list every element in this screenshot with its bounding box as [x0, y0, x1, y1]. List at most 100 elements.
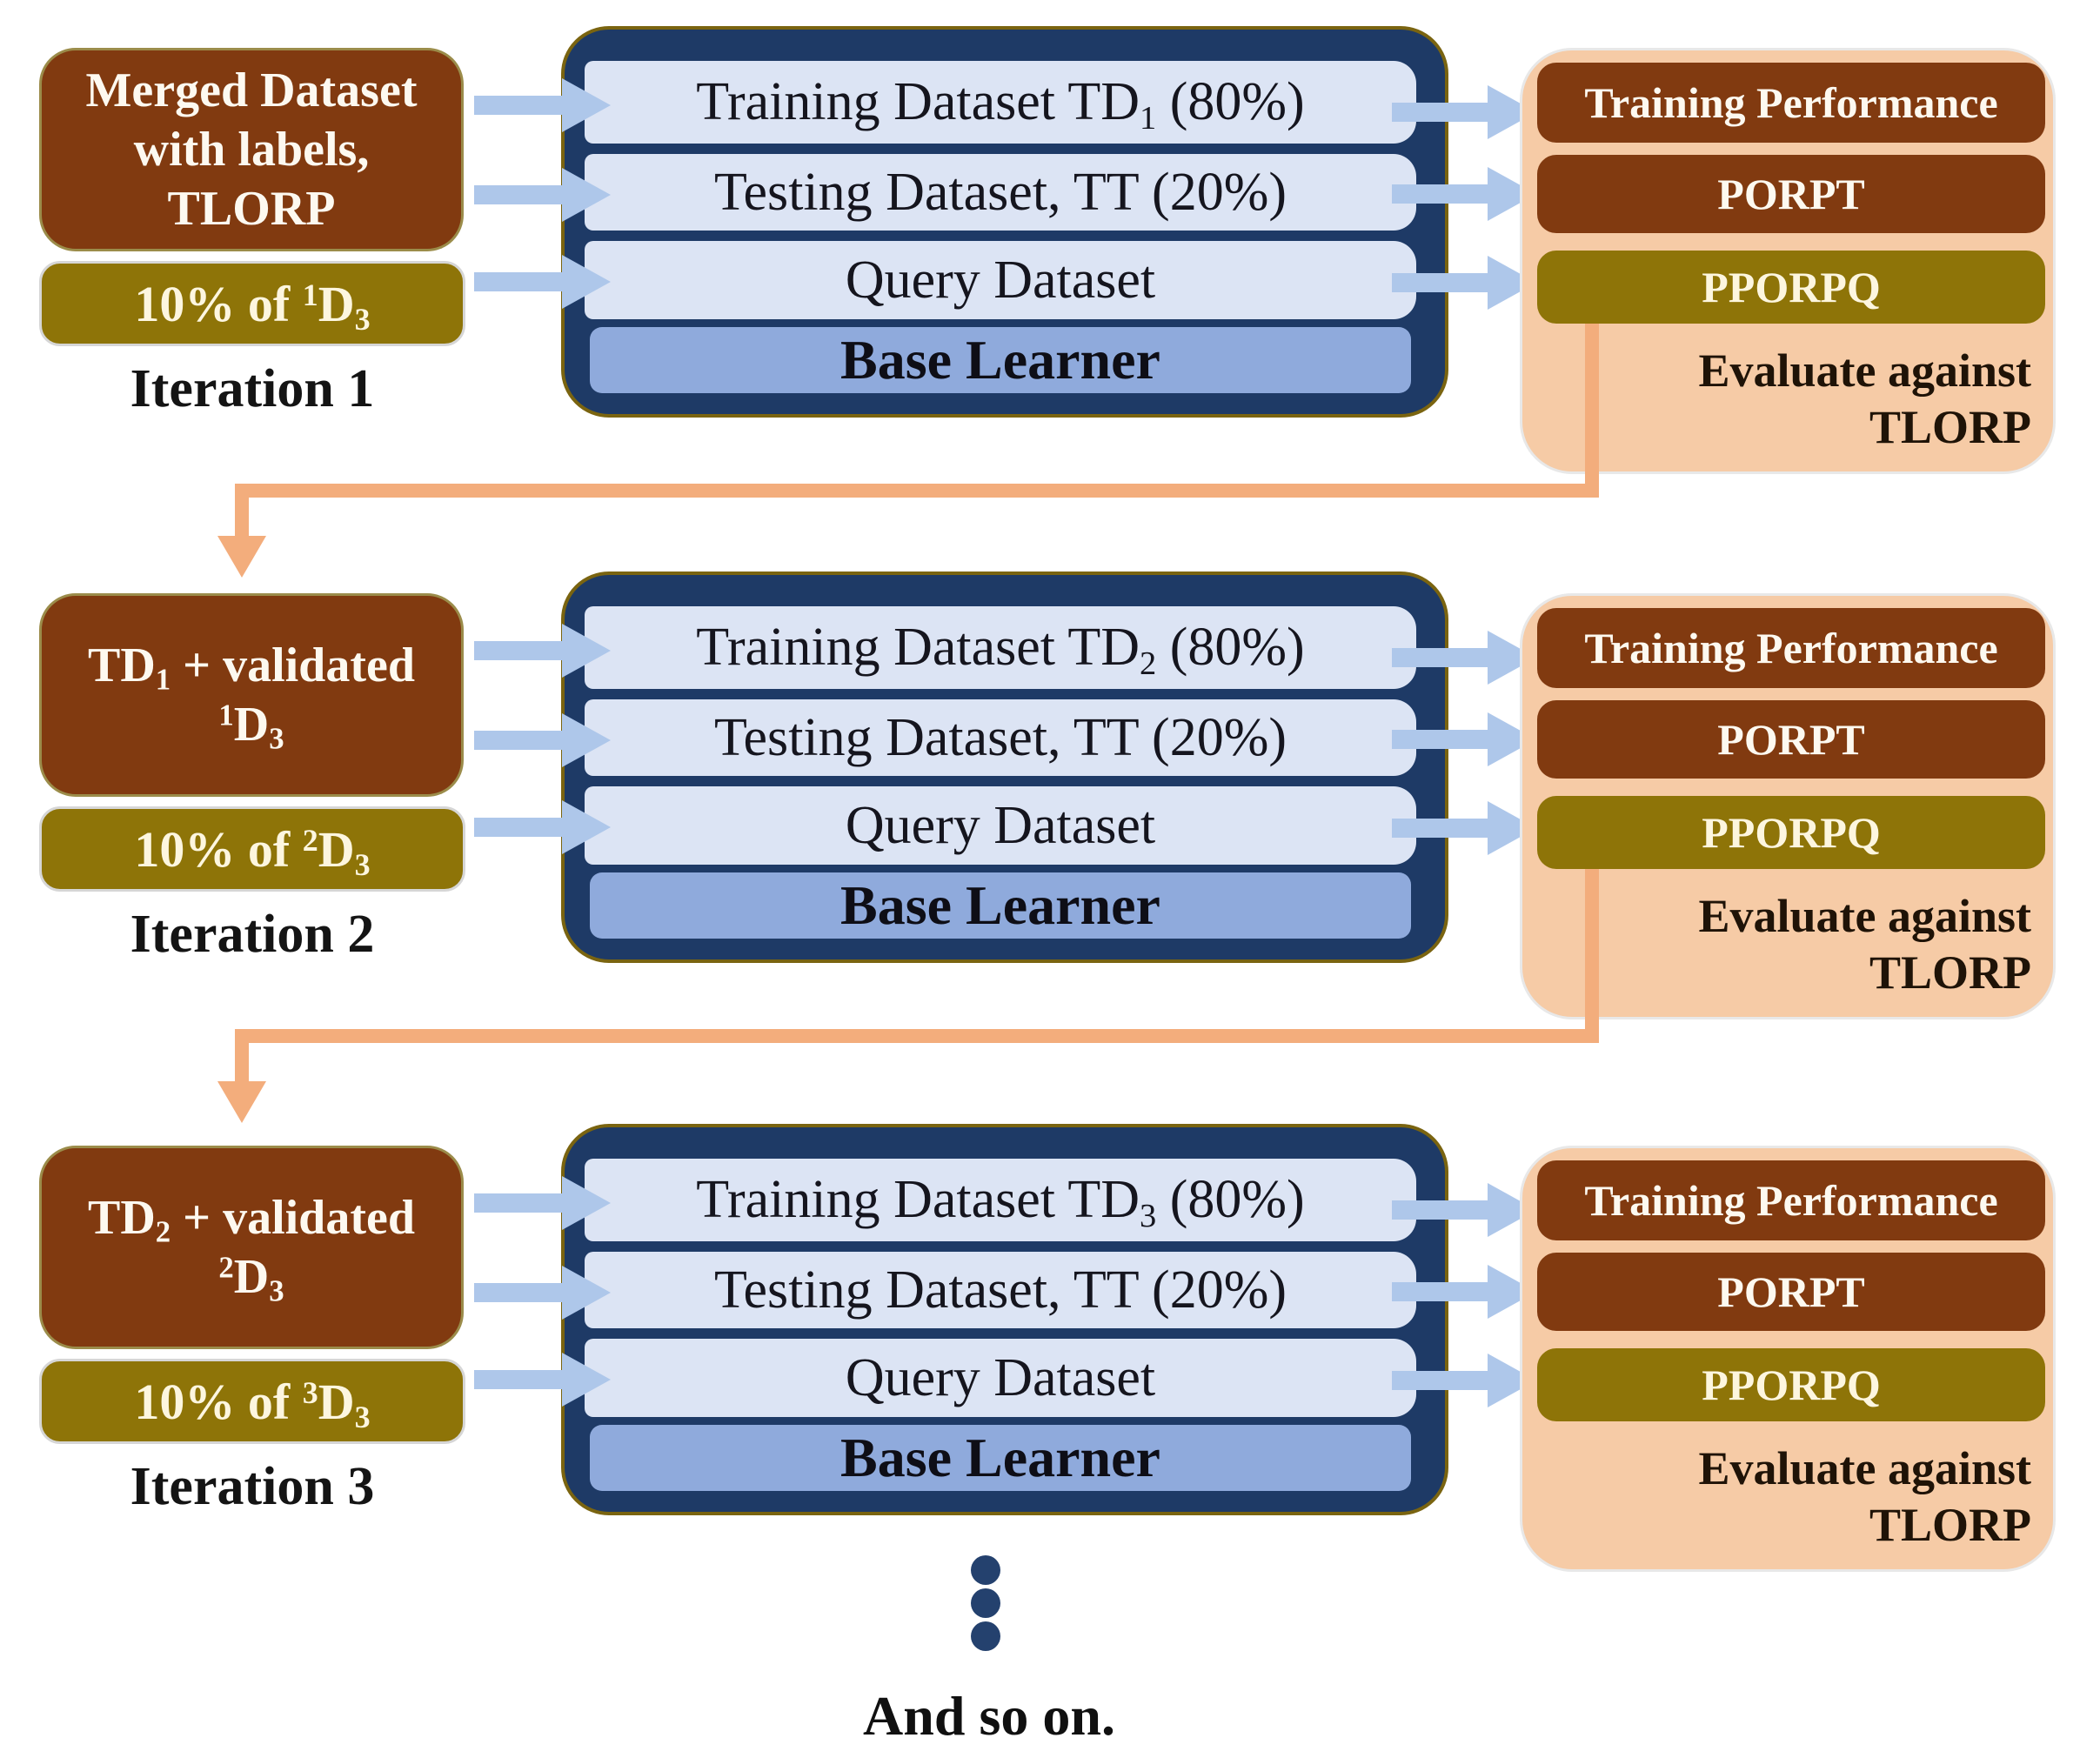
arrow-shaft — [474, 641, 564, 660]
arrow-shaft — [474, 185, 564, 204]
porpt-box: PORPT — [1537, 700, 2045, 779]
base-learner-row: Base Learner — [590, 327, 1411, 393]
arrow-shaft — [474, 1283, 564, 1302]
pporpq-box: PPORPQ — [1537, 1348, 2045, 1421]
dot — [971, 1555, 1000, 1585]
pporpq-label: PPORPQ — [1702, 263, 1881, 311]
input-arrow-icon — [474, 1265, 611, 1320]
arrow-head — [562, 800, 611, 854]
arrow-shaft — [474, 1193, 564, 1213]
dot — [971, 1621, 1000, 1651]
testing-dataset-row: Testing Dataset, TT (20%) — [585, 699, 1416, 776]
pporpq-box: PPORPQ — [1537, 251, 2045, 324]
input-arrow-icon — [474, 712, 611, 768]
input-arrow-icon — [474, 623, 611, 678]
and-so-on-caption: And so on. — [863, 1685, 1115, 1747]
feedback-line-horizontal — [235, 1029, 1599, 1043]
input-arrow-icon — [474, 77, 611, 133]
feedback-line-horizontal — [235, 484, 1599, 498]
feedback-arrow-icon — [217, 1081, 266, 1123]
testing-dataset-row: Testing Dataset, TT (20%) — [585, 1252, 1416, 1328]
arrow-head — [562, 168, 611, 222]
query-dataset-row: Query Dataset — [585, 1339, 1416, 1417]
arrow-shaft — [1392, 273, 1489, 292]
query-dataset-row: Query Dataset — [585, 786, 1416, 865]
output-arrow-icon — [1392, 84, 1536, 140]
base-learner-label: Base Learner — [840, 1427, 1160, 1488]
training-dataset-label: Training Dataset TD2 (80%) — [696, 618, 1305, 682]
arrow-shaft — [1392, 1200, 1489, 1220]
testing-dataset-label: Testing Dataset, TT (20%) — [714, 1260, 1287, 1320]
arrow-head — [562, 713, 611, 767]
query-dataset-label: Query Dataset — [845, 250, 1156, 310]
arrow-shaft — [474, 1370, 564, 1389]
output-arrow-icon — [1392, 1182, 1536, 1238]
pporpq-box: PPORPQ — [1537, 796, 2045, 869]
base-learner-label: Base Learner — [840, 329, 1160, 391]
training-performance-box: Training Performance — [1537, 608, 2045, 688]
training-dataset-row: Training Dataset TD1 (80%) — [585, 61, 1416, 144]
arrow-shaft — [1392, 184, 1489, 204]
input-arrow-icon — [474, 254, 611, 310]
input-secondary-box: 10% of 1D3 — [39, 261, 465, 346]
training-performance-label: Training Performance — [1584, 1176, 1998, 1225]
output-arrow-icon — [1392, 255, 1536, 311]
dot — [971, 1588, 1000, 1618]
arrow-head — [562, 1176, 611, 1230]
arrow-shaft — [474, 818, 564, 837]
training-performance-box: Training Performance — [1537, 63, 2045, 143]
input-arrow-icon — [474, 799, 611, 855]
arrow-shaft — [474, 96, 564, 115]
arrow-shaft — [1392, 648, 1489, 667]
arrow-shaft — [1392, 819, 1489, 838]
training-performance-label: Training Performance — [1584, 624, 1998, 672]
input-secondary-label: 10% of 3D3 — [134, 1373, 371, 1434]
output-arrow-icon — [1392, 1264, 1536, 1320]
porpt-box: PORPT — [1537, 155, 2045, 233]
input-secondary-label: 10% of 2D3 — [134, 820, 371, 882]
training-performance-box: Training Performance — [1537, 1160, 2045, 1240]
training-performance-label: Training Performance — [1584, 78, 1998, 127]
training-dataset-row: Training Dataset TD3 (80%) — [585, 1159, 1416, 1241]
base-learner-row: Base Learner — [590, 1425, 1411, 1491]
arrow-head — [562, 624, 611, 678]
arrow-head — [562, 1266, 611, 1320]
arrow-head — [562, 1353, 611, 1407]
output-arrow-icon — [1392, 1353, 1536, 1408]
arrow-shaft — [474, 731, 564, 750]
output-arrow-icon — [1392, 630, 1536, 685]
testing-dataset-label: Testing Dataset, TT (20%) — [714, 707, 1287, 767]
input-arrow-icon — [474, 1352, 611, 1407]
query-dataset-label: Query Dataset — [845, 1347, 1156, 1407]
input-secondary-box: 10% of 2D3 — [39, 806, 465, 892]
feedback-arrow-icon — [217, 536, 266, 578]
training-dataset-label: Training Dataset TD3 (80%) — [696, 1170, 1305, 1234]
query-dataset-label: Query Dataset — [845, 795, 1156, 855]
input-secondary-label: 10% of 1D3 — [134, 275, 371, 337]
training-dataset-label: Training Dataset TD1 (80%) — [696, 72, 1305, 137]
output-arrow-icon — [1392, 166, 1536, 222]
output-arrow-icon — [1392, 712, 1536, 767]
feedback-line-down-left — [235, 1029, 249, 1083]
arrow-shaft — [1392, 1371, 1489, 1390]
base-learner-row: Base Learner — [590, 872, 1411, 939]
training-dataset-row: Training Dataset TD2 (80%) — [585, 606, 1416, 689]
arrow-shaft — [1392, 103, 1489, 122]
feedback-line-down-right — [1585, 324, 1599, 498]
porpt-label: PORPT — [1717, 170, 1865, 218]
output-arrow-icon — [1392, 800, 1536, 856]
feedback-line-down-left — [235, 484, 249, 538]
arrow-shaft — [1392, 1282, 1489, 1301]
arrow-shaft — [1392, 730, 1489, 749]
porpt-label: PORPT — [1717, 715, 1865, 764]
iteration-label: Iteration 2 — [130, 904, 375, 964]
query-dataset-row: Query Dataset — [585, 241, 1416, 319]
